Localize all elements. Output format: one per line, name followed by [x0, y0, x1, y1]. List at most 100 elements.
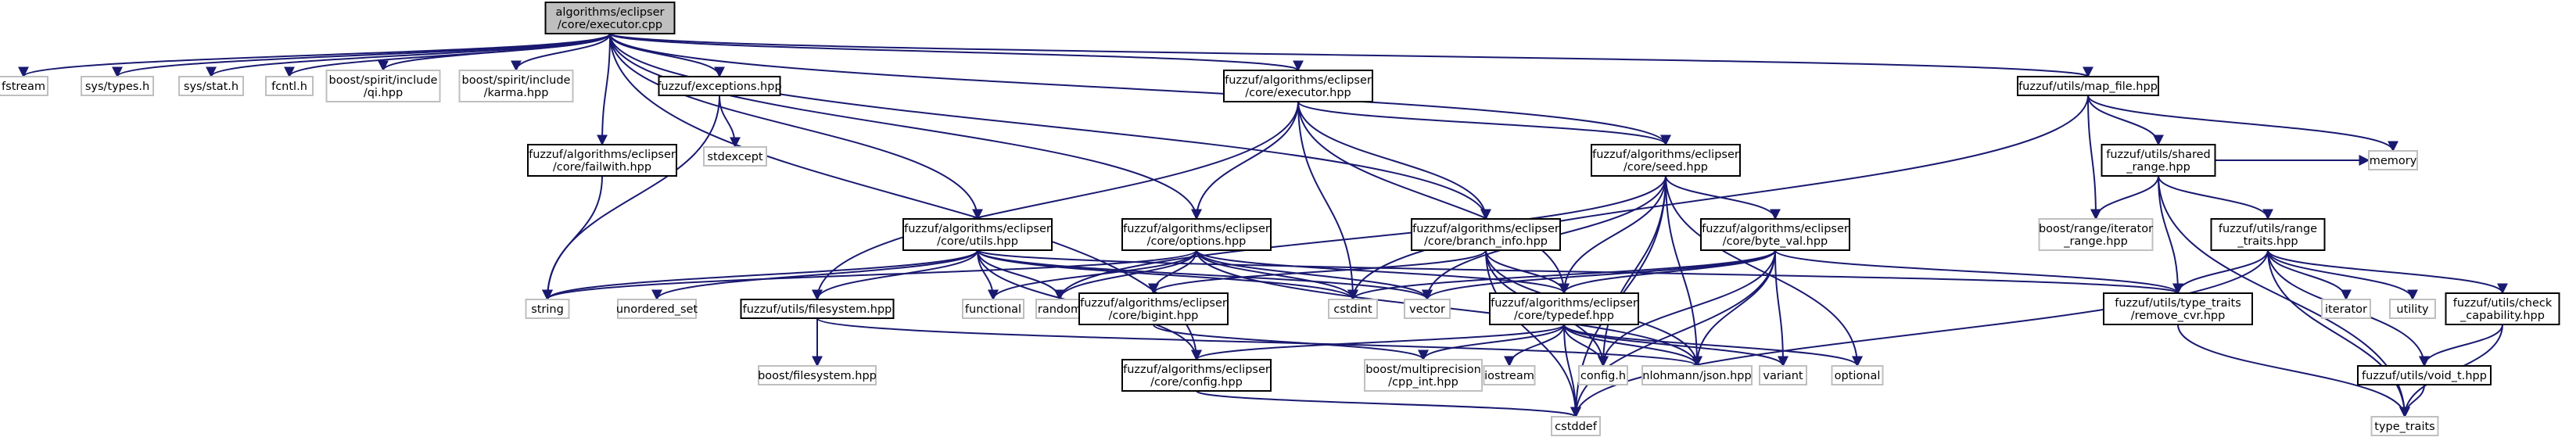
node-failwith[interactable]: fuzzuf/algorithms/eclipser/core/failwith…: [527, 144, 677, 177]
edge-executor_hpp-to-options: [1191, 101, 1299, 220]
node-bigint-label: /core/bigint.hpp: [1109, 310, 1199, 322]
edge-branch_info-to-bigint: [1148, 249, 1487, 295]
node-sysstat-box: [178, 76, 244, 96]
node-random-label: random: [1038, 303, 1082, 316]
edge-typedef-to-cpp_int: [1418, 324, 1565, 361]
edge-range_traits-to-remove_cvr: [2172, 249, 2269, 295]
edge-executor_hpp-to-typedef: [1297, 101, 1570, 295]
node-iterator-label: iterator: [2325, 303, 2367, 316]
edge-root-to-utils: [609, 33, 983, 220]
node-cpp_int: boost/multiprecision/cpp_int.hpp: [1364, 359, 1483, 392]
node-cstddef: cstddef: [1551, 416, 1601, 436]
node-layer: algorithms/eclipser/core/executor.cpp fst…: [0, 2, 2560, 436]
node-utils-label: /core/utils.hpp: [937, 235, 1018, 248]
node-branch_info[interactable]: fuzzuf/algorithms/eclipser/core/branch_i…: [1411, 218, 1561, 251]
node-remove_cvr[interactable]: fuzzuf/utils/type_traits/remove_cvr.hpp: [2103, 292, 2253, 325]
node-optional: optional: [1831, 365, 1884, 385]
node-iostream-label: iostream: [1484, 370, 1534, 382]
node-utility-box: [2389, 299, 2436, 319]
node-seed-label: fuzzuf/algorithms/eclipser: [1592, 149, 1739, 161]
edge-options-to-vector: [1196, 249, 1433, 301]
edge-executor_hpp-to-filesystem: [812, 101, 1299, 301]
node-executor_hpp-box: [1223, 70, 1373, 102]
edge-root-to-seed: [609, 33, 1671, 146]
node-mapfile-box: [2017, 76, 2159, 96]
node-variant-label: variant: [1763, 370, 1803, 382]
edge-typedef-to-variant: [1563, 324, 1788, 367]
edge-utils-to-string: [542, 249, 978, 301]
node-seed[interactable]: fuzzuf/algorithms/eclipser/core/seed.hpp: [1591, 144, 1741, 177]
node-json: nlohmann/json.hpp: [1641, 365, 1753, 385]
node-byte_val-label: fuzzuf/algorithms/eclipser: [1702, 223, 1849, 235]
node-mapfile[interactable]: fuzzuf/utils/map_file.hpp: [2017, 76, 2159, 96]
node-qi-label: /qi.hpp: [364, 87, 403, 99]
edge-shared_range-to-remove_cvr: [2158, 175, 2183, 295]
node-unordered_set-label: unordered_set: [616, 303, 698, 316]
node-config_hpp[interactable]: fuzzuf/algorithms/eclipser/core/config.h…: [1121, 359, 1272, 392]
node-utils[interactable]: fuzzuf/algorithms/eclipser/core/utils.hp…: [902, 218, 1053, 251]
node-byte_val-box: [1700, 218, 1850, 251]
node-shared_range-label: _range.hpp: [2126, 161, 2190, 174]
node-check_capability-label: _capability.hpp: [2459, 310, 2545, 322]
node-fstream-label: fstream: [2, 81, 45, 93]
edge-range_traits-to-iterator: [2267, 249, 2352, 301]
node-range_traits-label: fuzzuf/utils/range: [2219, 223, 2317, 235]
node-shared_range-label: fuzzuf/utils/shared: [2106, 149, 2210, 161]
node-executor_hpp[interactable]: fuzzuf/algorithms/eclipser/core/executor…: [1223, 70, 1373, 102]
edge-byte_val-to-variant: [1774, 249, 1788, 367]
node-variant-box: [1759, 365, 1807, 385]
node-stdexcept: stdexcept: [703, 146, 767, 167]
node-shared_range-box: [2101, 144, 2216, 177]
node-typedef[interactable]: fuzzuf/algorithms/eclipser/core/typedef.…: [1489, 292, 1639, 325]
node-byte_val[interactable]: fuzzuf/algorithms/eclipser/core/byte_val…: [1700, 218, 1850, 251]
node-iterator: iterator: [2321, 299, 2371, 319]
node-void_t[interactable]: fuzzuf/utils/void_t.hpp: [2357, 365, 2492, 385]
node-options-label: /core/options.hpp: [1147, 235, 1247, 248]
edge-utils-to-remove_cvr: [977, 249, 2183, 295]
edge-root-to-systypes: [112, 33, 611, 78]
node-shared_range[interactable]: fuzzuf/utils/shared_range.hpp: [2101, 144, 2216, 177]
edge-seed-to-optional: [1665, 175, 1863, 367]
node-remove_cvr-label: /remove_cvr.hpp: [2131, 310, 2226, 322]
node-qi-box: [325, 70, 441, 102]
edge-utils-to-vector: [977, 249, 1433, 301]
node-functional-box: [962, 299, 1024, 319]
node-cpp_int-label: boost/multiprecision: [1365, 364, 1481, 376]
node-type_traits: type_traits: [2370, 416, 2439, 436]
node-config_h-label: config.h: [1580, 370, 1626, 382]
node-config_hpp-label: /core/config.hpp: [1150, 376, 1243, 389]
edge-layer: [18, 33, 2508, 418]
node-exceptions[interactable]: fuzzuf/exceptions.hpp: [657, 76, 782, 96]
node-range_traits[interactable]: fuzzuf/utils/range_traits.hpp: [2210, 218, 2326, 251]
edge-root-to-failwith: [597, 33, 611, 146]
edge-filesystem-to-json: [816, 317, 1702, 367]
edge-byte_val-to-vector: [1422, 249, 1776, 301]
node-branch_info-label: fuzzuf/algorithms/eclipser: [1412, 223, 1559, 235]
node-optional-label: optional: [1835, 370, 1881, 382]
node-root: algorithms/eclipser/core/executor.cpp: [544, 2, 676, 34]
node-filesystem[interactable]: fuzzuf/utils/filesystem.hpp: [740, 299, 895, 319]
node-check_capability[interactable]: fuzzuf/utils/check_capability.hpp: [2445, 292, 2560, 325]
node-utility: utility: [2389, 299, 2436, 319]
node-sysstat-label: sys/stat.h: [184, 81, 239, 93]
node-iterator_range: boost/range/iterator_range.hpp: [2038, 218, 2154, 251]
node-iterator_range-box: [2038, 218, 2154, 251]
node-bigint[interactable]: fuzzuf/algorithms/eclipser/core/bigint.h…: [1078, 292, 1229, 325]
edge-byte_val-to-config_h: [1598, 249, 1776, 367]
edge-root-to-options: [609, 33, 1202, 220]
node-options[interactable]: fuzzuf/algorithms/eclipser/core/options.…: [1121, 218, 1272, 251]
edge-config_hpp-to-cstddef: [1196, 390, 1581, 418]
node-seed-box: [1591, 144, 1741, 177]
edge-shared_range-to-iterator_range: [2090, 175, 2159, 220]
edge-options-to-functional: [988, 249, 1197, 301]
edge-byte_val-to-cstddef: [1570, 249, 1776, 418]
node-memory-box: [2368, 150, 2418, 170]
node-range_traits-box: [2210, 218, 2326, 251]
node-failwith-box: [527, 144, 677, 177]
edge-failwith-to-string: [542, 175, 603, 301]
node-cpp_int-box: [1364, 359, 1483, 392]
node-karma-label: boost/spirit/include: [462, 74, 571, 87]
node-fcntl: fcntl.h: [265, 76, 314, 96]
node-cstddef-label: cstddef: [1555, 421, 1598, 433]
